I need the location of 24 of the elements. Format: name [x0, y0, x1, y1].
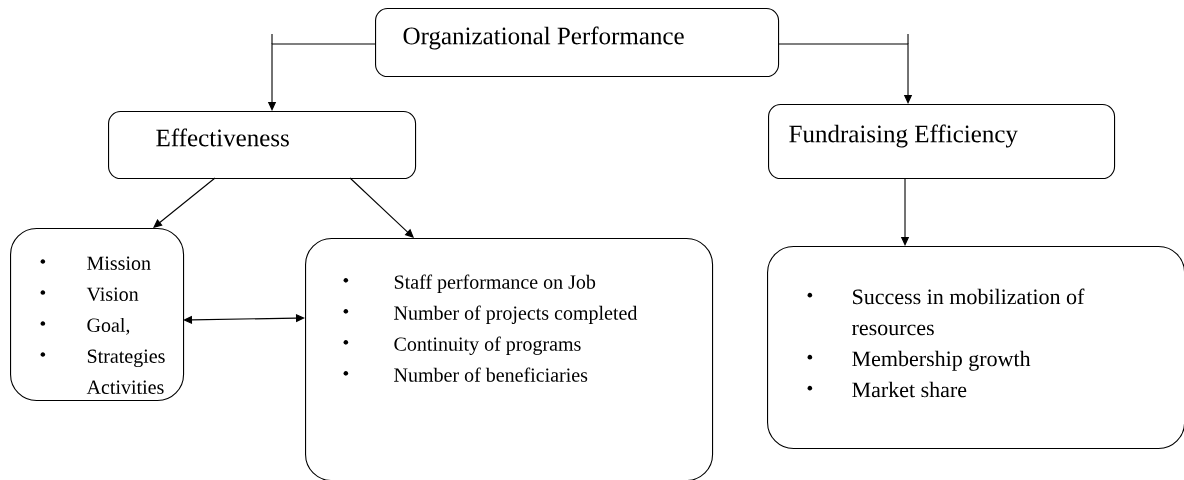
- rounded-box: [767, 246, 1184, 450]
- bullet-item: Staff performance on Job: [343, 274, 596, 293]
- bullet-item: Vision: [40, 287, 139, 302]
- rounded-box: [108, 111, 417, 180]
- box-label: Organizational Performance: [403, 26, 684, 50]
- bullet-item: Number of projects completed: [343, 305, 638, 324]
- rounded-box: [10, 228, 185, 402]
- box-label: Fundraising Efficiency: [789, 124, 1018, 148]
- box-label: Effectiveness: [156, 128, 289, 147]
- bullet-item: Goal,: [40, 317, 130, 335]
- arrow: [777, 33, 913, 104]
- rounded-box: [375, 8, 780, 78]
- arrow: [153, 177, 216, 228]
- bullet-item: Continuity of programs: [343, 336, 581, 355]
- bullet-item: Market share: [807, 381, 967, 398]
- bullet-item: Mission: [40, 256, 151, 270]
- bullet-item: Strategies Activities: [40, 349, 165, 394]
- arrow: [349, 177, 414, 238]
- arrow: [183, 314, 305, 324]
- bullet-item: Success in mobilization of resources: [807, 288, 1085, 336]
- rounded-box: [768, 104, 1116, 180]
- rounded-box: [305, 238, 714, 480]
- bullet-item: Membership growth: [807, 350, 1031, 371]
- bullet-item: Number of beneficiaries: [343, 367, 588, 382]
